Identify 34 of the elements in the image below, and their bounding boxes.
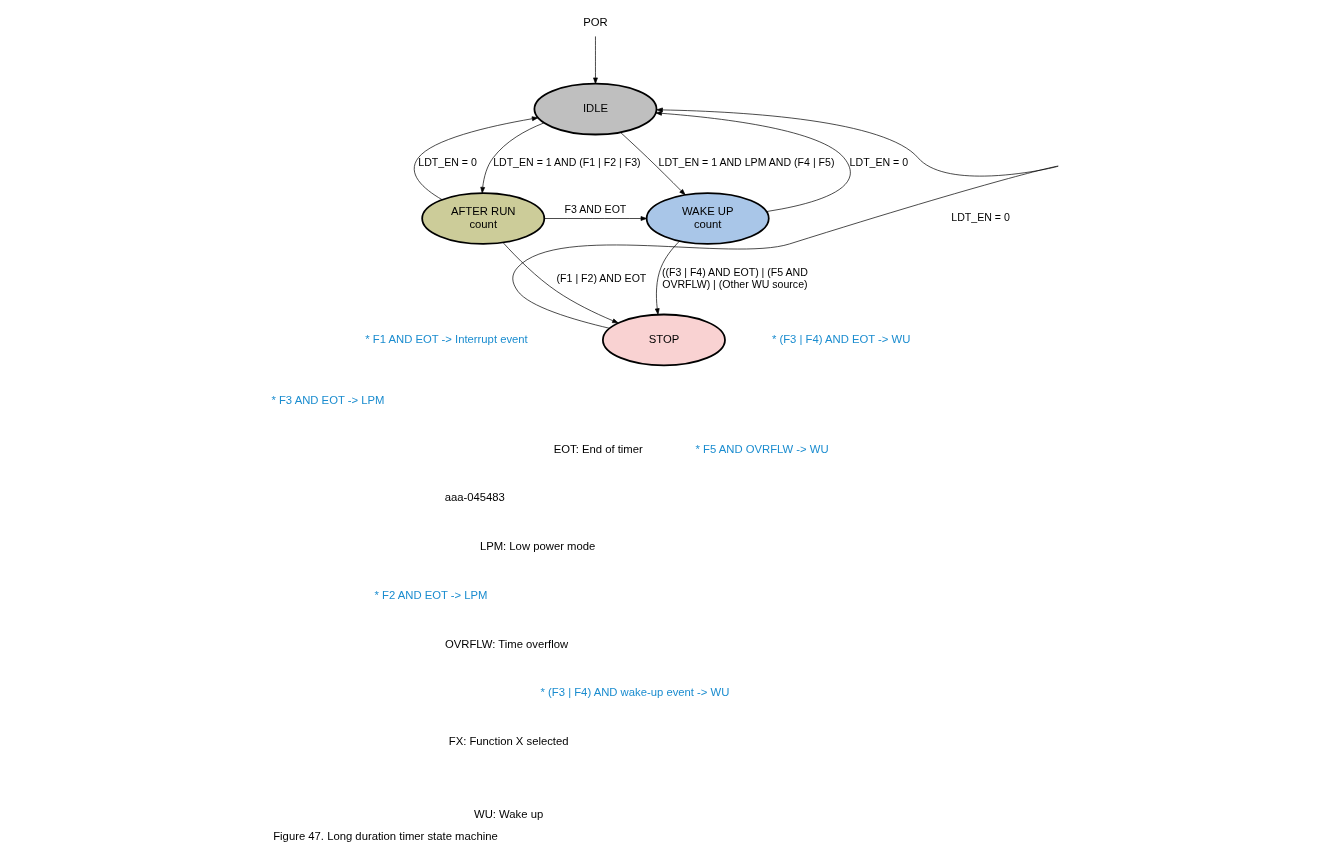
arrow — [655, 111, 851, 212]
label: EOT: End of timer — [553, 442, 643, 455]
label: * F3 AND EOT -> LPM — [271, 394, 385, 407]
node-text: POR — [583, 16, 608, 29]
label: * F5 AND OVRFLW -> WU — [695, 442, 829, 455]
arrow — [502, 242, 619, 324]
edge-label: LDT_EN = 0 — [951, 210, 1010, 223]
arrow — [413, 116, 539, 200]
node-ellipse: STOP — [602, 313, 726, 367]
edge-label: (F1 | F2) AND EOT — [556, 271, 647, 284]
node-ellipse: AFTER RUN count — [421, 192, 546, 245]
arrow — [480, 122, 545, 194]
arrow — [512, 107, 1059, 329]
label: * F2 AND EOT -> LPM — [374, 588, 488, 601]
arrow — [620, 131, 686, 196]
label: FX: Function X selected — [448, 734, 569, 747]
label: * (F3 | F4) AND wake-up event -> WU — [540, 686, 730, 699]
caption: Figure 47. Long duration timer state machine — [273, 829, 498, 842]
label: OVRFLW: Time overflow — [444, 637, 569, 650]
label: LPM: Low power mode — [479, 540, 596, 553]
label: * (F3 | F4) AND EOT -> WU — [771, 332, 911, 345]
arrow — [544, 216, 647, 221]
edge-label: LDT_EN = 1 AND LPM AND (F4 | F5) — [658, 156, 835, 169]
label: * F1 AND EOT -> Interrupt event — [365, 332, 528, 345]
arrow — [654, 240, 680, 315]
edge-label: LDT_EN = 0 — [418, 156, 477, 169]
label: WU: Wake up — [474, 807, 544, 820]
arrow — [593, 36, 598, 84]
edge-label: LDT_EN = 0 — [849, 156, 909, 169]
edge-label: LDT_EN = 1 AND (F1 | F2 | F3) — [493, 156, 641, 169]
edge-label: ((F3 | F4) AND EOT) | (F5 AND OVRFLW) | (Other WU source) — [661, 265, 808, 290]
edge-label: F3 AND EOT — [564, 202, 627, 215]
node-ellipse: WAKE UP count — [645, 192, 770, 245]
label: aaa-045483 — [444, 491, 505, 504]
